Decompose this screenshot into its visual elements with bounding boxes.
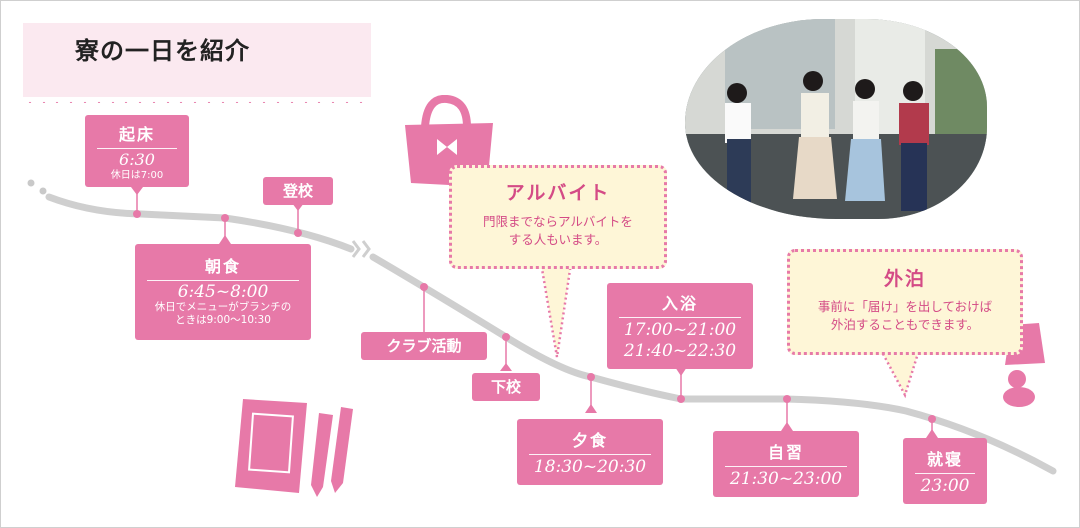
event-sleep-name: 就寝 [926,450,963,469]
event-dinner: 夕食 18:30~20:30 [517,419,663,485]
event-breakfast-note-2: ときは9:00〜10:30 [175,314,271,326]
event-bath: 入浴 17:00~21:00 21:40~22:30 [607,283,753,369]
event-dinner-name: 夕食 [571,431,608,450]
event-wake-time: 6:30 [119,150,155,169]
callout-parttime-line1: 門限までならアルバイトを [483,214,633,229]
callout-parttime-title: アルバイト [505,182,611,204]
callout-overnight-line1: 事前に「届け」を出しておけば [817,299,993,314]
event-sleep-time: 23:00 [920,476,970,496]
page-title: 寮の一日を紹介 [75,37,250,65]
event-sleep: 就寝 23:00 [903,438,987,504]
event-wake: 起床 6:30 休日は7:00 [85,115,189,187]
tag-return: 下校 [472,373,540,401]
tag-school: 登校 [263,177,333,205]
event-bath-time-1: 17:00~21:00 [623,320,737,340]
callout-parttime: アルバイト 門限までならアルバイトを する人もいます。 [449,165,667,269]
callout-overnight-line2: 外泊することもできます。 [830,317,980,332]
callout-overnight-title: 外泊 [883,268,926,290]
tag-club: クラブ活動 [361,332,487,360]
event-bath-name: 入浴 [661,294,698,313]
event-breakfast-time: 6:45~8:00 [177,282,269,302]
title-bar [23,23,371,97]
event-breakfast-name: 朝食 [204,257,241,276]
event-bath-time-2: 21:40~22:30 [623,341,737,361]
title-bottom-border [23,95,371,103]
event-wake-note: 休日は7:00 [110,170,164,181]
photo-students [685,19,987,219]
event-dinner-time: 18:30~20:30 [533,457,647,477]
event-study: 自習 21:30~23:00 [713,431,859,497]
pen-icon [311,413,333,497]
pencil-icon [331,407,353,493]
event-study-time: 21:30~23:00 [729,469,843,489]
event-wake-name: 起床 [118,125,155,144]
event-breakfast-note-1: 休日でメニューがブランチの [154,301,292,313]
event-breakfast: 朝食 6:45~8:00 休日でメニューがブランチの ときは9:00〜10:30 [135,244,311,340]
event-study-name: 自習 [767,443,804,462]
callout-parttime-line2: する人もいます。 [508,232,608,247]
callout-overnight: 外泊 事前に「届け」を出しておけば 外泊することもできます。 [787,249,1023,355]
notebook-icon [235,399,353,497]
